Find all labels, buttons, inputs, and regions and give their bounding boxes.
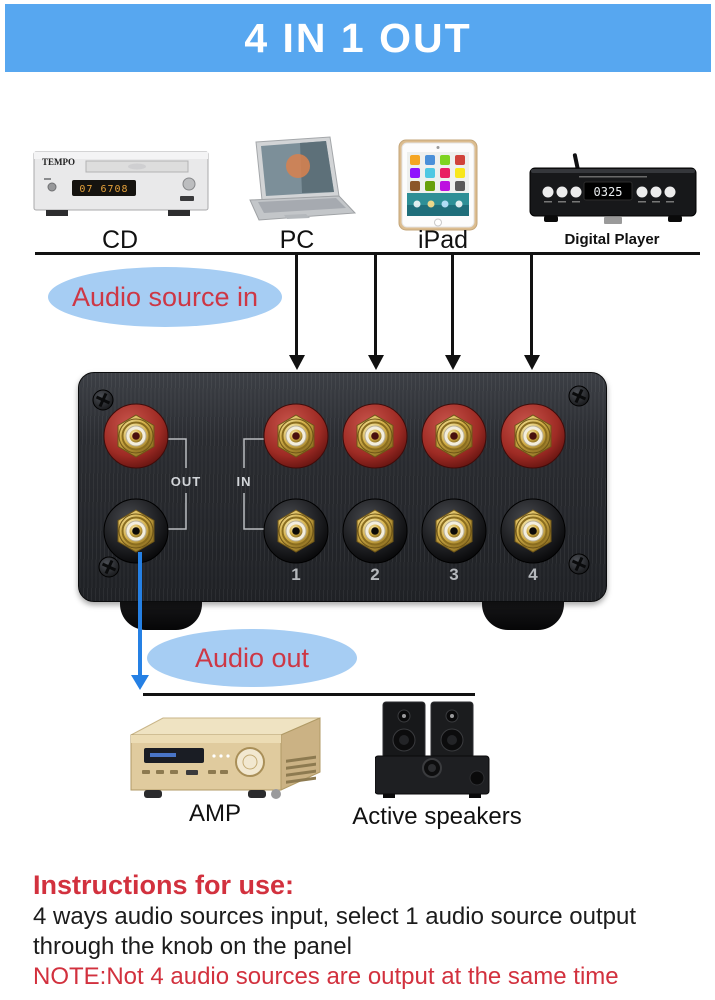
instructions-heading: Instructions for use: (33, 870, 295, 900)
label-cd: CD (101, 226, 139, 254)
source-bus-line (35, 252, 700, 255)
input-number-4: 4 (528, 565, 538, 584)
laptop-image (249, 136, 357, 221)
arrow-down-head-icon (524, 355, 540, 370)
digital-player-image: 0325 (529, 153, 697, 224)
audio-source-in-bubble: Audio source in (48, 267, 282, 327)
rca-jack-out-top (102, 402, 170, 470)
rca-jack-in3-bottom (420, 497, 488, 565)
cd-player-image: 07 6708 TEMPO (33, 151, 209, 216)
audio-out-arrow-head-icon (131, 675, 149, 690)
label-digital-player: Digital Player (564, 231, 660, 248)
input-number-3: 3 (449, 565, 459, 584)
speakers-image (375, 701, 490, 798)
ipad-image (398, 139, 478, 231)
label-amp: AMP (188, 800, 241, 827)
rca-jack-in2-bottom (341, 497, 409, 565)
input-number-2: 2 (370, 565, 380, 584)
amp-image (130, 717, 321, 799)
rca-jack-out-bottom (102, 497, 170, 565)
audio-switcher-box: OUT IN 1 2 3 4 (78, 372, 607, 602)
svg-text:07 6708: 07 6708 (79, 184, 128, 195)
label-pc: PC (279, 226, 315, 254)
audio-out-label: Audio out (194, 642, 310, 673)
in-panel-label: IN (236, 474, 252, 489)
rca-jack-in3-top (420, 402, 488, 470)
arrow-down-head-icon (289, 355, 305, 370)
audio-out-bubble: Audio out (147, 629, 357, 687)
label-ipad: iPad (417, 226, 469, 254)
rca-jack-in4-bottom (499, 497, 567, 565)
rca-jack-in4-top (499, 402, 567, 470)
rca-jack-in1-bottom (262, 497, 330, 565)
output-bus-line (143, 693, 475, 696)
instructions-note: NOTE:Not 4 audio sources are output at t… (33, 963, 619, 990)
out-panel-label: OUT (170, 474, 202, 489)
label-active-speakers: Active speakers (352, 803, 522, 830)
arrow-down-head-icon (368, 355, 384, 370)
rca-jack-in1-top (262, 402, 330, 470)
arrow-down-icon (451, 255, 454, 355)
svg-text:0325: 0325 (594, 185, 623, 199)
arrow-down-icon (374, 255, 377, 355)
rca-jack-in2-top (341, 402, 409, 470)
arrow-down-head-icon (445, 355, 461, 370)
svg-text:TEMPO: TEMPO (42, 157, 75, 167)
instructions-line-2: through the knob on the panel (33, 933, 352, 960)
input-number-1: 1 (291, 565, 301, 584)
audio-out-arrow-icon (138, 552, 142, 676)
audio-source-in-label: Audio source in (71, 281, 259, 312)
title-banner: 4 IN 1 OUT (5, 4, 711, 72)
instructions-line-1: 4 ways audio sources input, select 1 aud… (33, 903, 637, 930)
arrow-down-icon (530, 255, 533, 355)
arrow-down-icon (295, 255, 298, 355)
banner-title: 4 IN 1 OUT (244, 14, 472, 61)
panel-bracket-lines (166, 438, 264, 530)
